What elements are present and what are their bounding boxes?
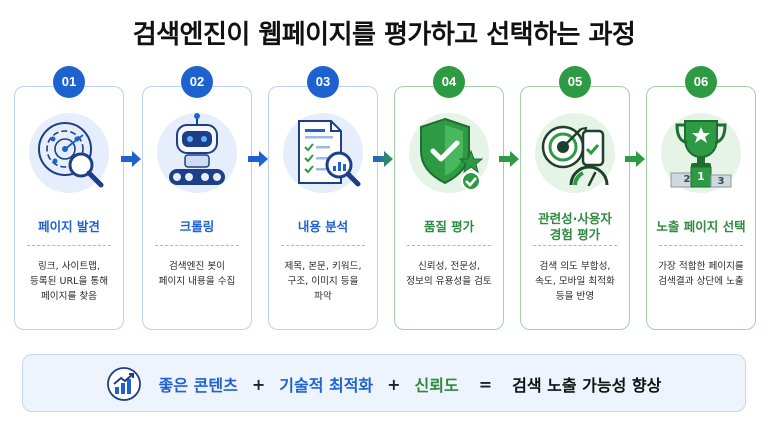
step-title: 노출 페이지 선택: [656, 219, 746, 234]
step-card-1: 페이지 발견 링크, 사이트맵, 등록된 URL을 통해 페이지를 찾음: [14, 86, 124, 330]
arrow-right-icon: [372, 150, 394, 168]
step-badge-5: 05: [559, 66, 591, 98]
formula-term-trust: 신뢰도: [414, 376, 459, 395]
formula-plus: +: [387, 374, 401, 394]
arrow-right-icon: [624, 150, 646, 168]
formula-plus: +: [251, 374, 266, 394]
podium-1: 1: [697, 170, 705, 183]
shield-check-icon: [405, 109, 493, 197]
step-card-5: 관련성·사용자 경험 평가 검색 의도 부합성, 속도, 모바일 최적화 등을 …: [520, 86, 630, 330]
divider: [155, 245, 239, 246]
divider: [27, 245, 111, 246]
step-badge-4: 04: [433, 66, 465, 98]
step-title: 크롤링: [179, 219, 215, 234]
divider: [281, 245, 365, 246]
step-card-2: 크롤링 검색엔진 봇이 페이지 내용을 수집: [142, 86, 252, 330]
growth-chart-icon: [106, 367, 141, 401]
podium-2: 2: [683, 174, 691, 185]
step-title: 관련성·사용자 경험 평가: [538, 211, 612, 242]
step-title: 품질 평가: [423, 219, 475, 234]
trophy-icon: 2 1 3: [657, 109, 745, 197]
step-desc: 신뢰성, 전문성, 정보의 유용성을 검토: [406, 261, 492, 287]
formula-term-technical: 기술적 최적화: [279, 376, 374, 395]
formula-term-content: 좋은 콘텐츠: [158, 376, 238, 395]
step-desc: 검색 의도 부합성, 속도, 모바일 최적화 등을 반영: [535, 261, 615, 302]
formula-result: 검색 노출 가능성 향상: [512, 376, 662, 395]
target-phone-gauge-icon: [531, 109, 619, 197]
robot-crawler-icon: [153, 109, 241, 197]
step-card-3: 내용 분석 제목, 본문, 키워드, 구조, 이미지 등을 파악: [268, 86, 378, 330]
formula-row: 좋은 콘텐츠 + 기술적 최적화 + 신뢰도 = 검색 노출 가능성 향상: [23, 355, 745, 413]
divider: [533, 245, 617, 246]
document-analysis-icon: [279, 109, 367, 197]
step-desc: 제목, 본문, 키워드, 구조, 이미지 등을 파악: [284, 261, 362, 302]
step-card-4: 품질 평가 신뢰성, 전문성, 정보의 유용성을 검토: [394, 86, 504, 330]
divider: [659, 245, 743, 246]
step-desc: 검색엔진 봇이 페이지 내용을 수집: [158, 261, 236, 287]
formula-equals: =: [478, 374, 493, 394]
step-desc: 가장 적합한 페이지를 검색결과 상단에 노출: [658, 261, 744, 287]
step-badge-2: 02: [181, 66, 213, 98]
step-title: 페이지 발견: [38, 219, 100, 234]
formula-box: 좋은 콘텐츠 + 기술적 최적화 + 신뢰도 = 검색 노출 가능성 향상: [22, 354, 746, 412]
podium-3: 3: [717, 176, 725, 187]
step-title: 내용 분석: [297, 219, 349, 234]
step-badge-6: 06: [685, 66, 717, 98]
step-card-6: 2 1 3 노출 페이지 선택 가장 적합한 페이지를 검색결과 상단에 노출: [646, 86, 756, 330]
arrow-right-icon: [498, 150, 520, 168]
arrow-right-icon: [120, 150, 142, 168]
divider: [407, 245, 491, 246]
step-badge-1: 01: [53, 66, 85, 98]
step-desc: 링크, 사이트맵, 등록된 URL을 통해 페이지를 찾음: [29, 261, 109, 302]
step-badge-3: 03: [307, 66, 339, 98]
arrow-right-icon: [247, 150, 269, 168]
page-title: 검색엔진이 웹페이지를 평가하고 선택하는 과정: [132, 20, 636, 50]
radar-search-icon: [25, 109, 113, 197]
